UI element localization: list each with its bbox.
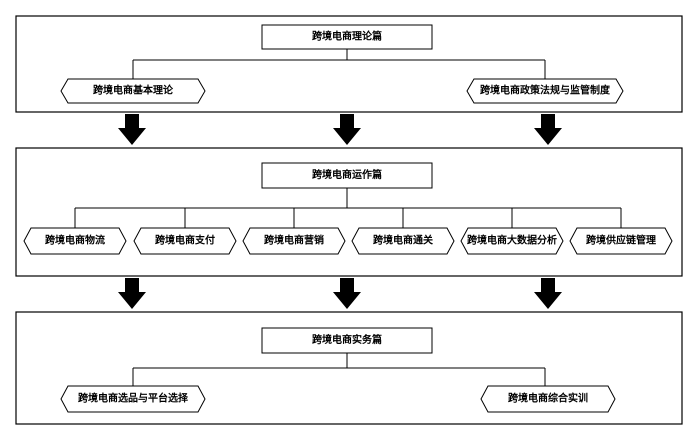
practice-item-1: 跨境电商选品与平台选择: [78, 392, 189, 405]
operation-item-2-box: [133, 227, 237, 255]
practice-title: 跨境电商实务篇: [312, 333, 382, 346]
operation-item-1: 跨境电商物流: [45, 234, 105, 247]
operation-items: 跨境电商物流 跨境电商支付 跨境电商营销 跨境电商通关 跨境电商大数据分析 跨境供应链管理: [23, 208, 673, 255]
operation-item-6: 跨境供应链管理: [586, 234, 656, 247]
theory-item-2: 跨境电商政策法规与监管制度: [480, 84, 611, 97]
theory-section-frame: [15, 15, 683, 113]
theory-connector-lines: [132, 49, 546, 79]
operation-bus-line: [75, 188, 621, 209]
operation-item-3: 跨境电商营销: [264, 234, 324, 247]
practice-title-box: [261, 327, 433, 354]
practice-section-frame: [15, 311, 683, 425]
operation-item-5-box: [460, 227, 564, 255]
theory-item-1: 跨境电商基本理论: [93, 84, 174, 97]
practice-item-1-box: [60, 385, 206, 413]
practice-connector-lines: [132, 353, 546, 386]
down-arrow-left-2: [118, 278, 146, 309]
theory-title: 跨境电商理论篇: [312, 30, 382, 43]
operation-section-frame: [15, 147, 683, 277]
operation-item-5: 跨境电商大数据分析: [467, 234, 557, 247]
down-arrow-right-1: [534, 114, 562, 145]
operation-title: 跨境电商运作篇: [312, 168, 382, 181]
down-arrow-left-1: [118, 114, 146, 145]
operation-item-6-box: [569, 227, 673, 255]
operation-item-4: 跨境电商通关: [373, 234, 433, 247]
operation-item-4-box: [351, 227, 455, 255]
operation-item-2: 跨境电商支付: [155, 234, 215, 247]
down-arrow-center-1: [333, 114, 361, 145]
operation-item-1-box: [23, 227, 127, 255]
practice-item-2-box: [480, 385, 616, 413]
practice-item-2: 跨境电商综合实训: [508, 392, 588, 405]
theory-item-1-box: [60, 78, 206, 104]
down-arrow-center-2: [333, 278, 361, 309]
operation-item-3-box: [242, 227, 346, 255]
down-arrow-right-2: [534, 278, 562, 309]
theory-item-2-box: [466, 78, 624, 104]
